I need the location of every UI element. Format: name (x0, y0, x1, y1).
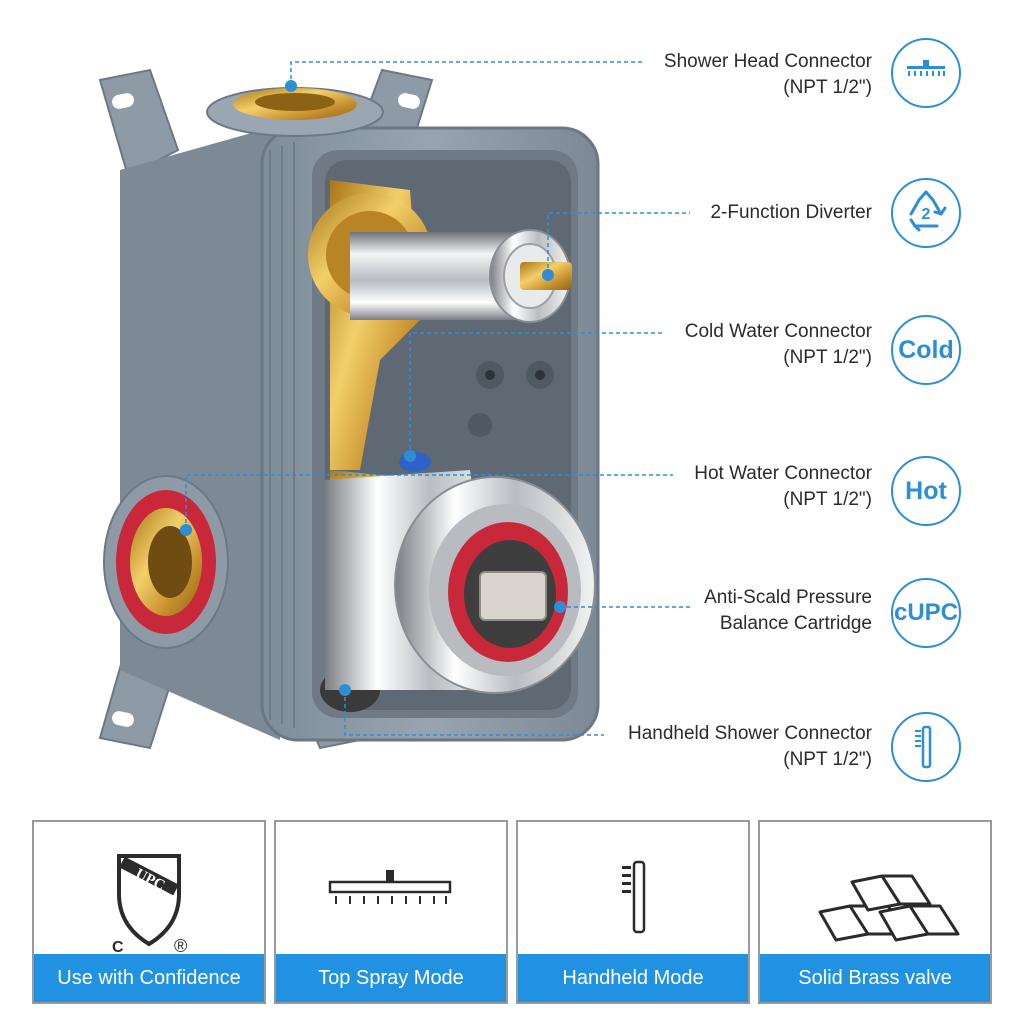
cartridge-stem (479, 571, 547, 621)
callout-cartridge-line2: Balance Cartridge (719, 613, 872, 634)
dot-handheld (339, 684, 351, 696)
upc-c-mark: C (112, 939, 124, 954)
callout-hot: Hot Water Connector (NPT 1/2") (694, 461, 872, 513)
dot-shower-head (285, 80, 297, 92)
dot-cartridge (554, 601, 566, 613)
badge-shower-head (891, 38, 961, 108)
callout-hot-line1: Hot Water Connector (694, 463, 872, 484)
callout-shower-head-line1: Shower Head Connector (663, 51, 872, 72)
leader-lines (180, 61, 690, 736)
callout-handheld-line1: Handheld Shower Connector (628, 723, 872, 744)
feature-card-handheld: Handheld Mode (516, 820, 750, 1004)
feature-label-top-spray: Top Spray Mode (276, 954, 506, 1002)
leader-hot (185, 474, 673, 530)
leader-handheld (344, 690, 604, 736)
callout-cold-line2: (NPT 1/2") (783, 347, 872, 368)
badge-cold-text: Cold (898, 335, 954, 364)
feature-label-handheld: Handheld Mode (518, 954, 748, 1002)
feature-card-top-spray: Top Spray Mode (274, 820, 508, 1004)
callout-diverter-line1: 2-Function Diverter (710, 202, 872, 223)
leader-cold (409, 332, 665, 456)
upc-shield-icon: UPC C ® (112, 854, 187, 954)
dot-hot (180, 524, 192, 536)
feature-card-confidence: UPC C ® Use with Confidence (32, 820, 266, 1004)
callout-diverter: 2-Function Diverter (710, 200, 872, 226)
feature-card-brass: Solid Brass valve (758, 820, 992, 1004)
dot-cold (404, 450, 416, 462)
recycle-2-icon: 2 (909, 190, 947, 232)
callout-cold-line1: Cold Water Connector (684, 321, 872, 342)
dot-diverter (542, 269, 554, 281)
feature-label-confidence: Use with Confidence (34, 954, 264, 1002)
callout-cold: Cold Water Connector (NPT 1/2") (685, 319, 872, 371)
badge-cold: Cold (891, 315, 961, 385)
upc-r-mark: ® (174, 936, 187, 954)
shower-head-icon (907, 60, 945, 76)
badge-handheld (891, 712, 961, 782)
feature-label-brass: Solid Brass valve (760, 954, 990, 1002)
badge-diverter-number: 2 (922, 206, 931, 223)
handheld-shower-icon (622, 860, 646, 934)
callout-handheld-line2: (NPT 1/2") (783, 749, 872, 770)
badge-diverter: 2 (891, 178, 961, 248)
callout-shower-head: Shower Head Connector (NPT 1/2") (664, 49, 872, 101)
badge-hot: Hot (891, 456, 961, 526)
callout-cartridge-line1: Anti-Scald Pressure (704, 587, 872, 608)
badge-cupc-text: cUPC (893, 599, 959, 626)
rain-shower-icon (328, 870, 452, 904)
valve-illustration (98, 68, 600, 750)
brass-bars-icon (818, 874, 960, 942)
callout-cartridge: Anti-Scald Pressure Balance Cartridge (704, 585, 872, 637)
badge-hot-text: Hot (905, 476, 947, 505)
badge-cupc: cUPC (891, 578, 961, 648)
callout-handheld: Handheld Shower Connector (NPT 1/2") (628, 721, 872, 773)
leader-diverter (547, 212, 690, 275)
callout-shower-head-line2: (NPT 1/2") (783, 77, 872, 98)
handheld-shower-icon (915, 725, 932, 769)
upc-mark-text: UPC (133, 866, 168, 894)
callout-hot-line2: (NPT 1/2") (783, 489, 872, 510)
leader-shower-head (290, 61, 645, 86)
